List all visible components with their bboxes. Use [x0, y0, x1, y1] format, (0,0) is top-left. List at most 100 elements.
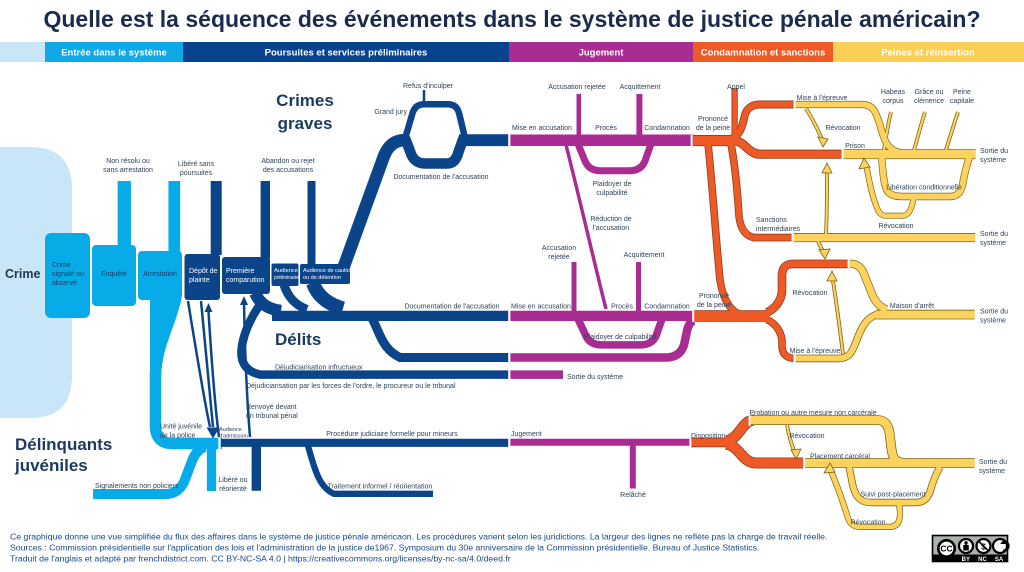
svg-text:Acquittement: Acquittement — [624, 252, 665, 259]
svg-text:corpus: corpus — [882, 98, 904, 105]
svg-text:Audience de caution: Audience de caution — [303, 268, 353, 274]
svg-text:Grand jury: Grand jury — [374, 109, 407, 116]
svg-text:Refus d'inculper: Refus d'inculper — [403, 83, 454, 90]
svg-text:Révocation: Révocation — [850, 520, 885, 527]
svg-text:Non résolu ou: Non résolu ou — [106, 158, 150, 165]
svg-text:système: système — [980, 157, 1006, 164]
svg-text:Probation ou autre mesure non: Probation ou autre mesure non carcérale — [749, 410, 876, 417]
svg-text:Sortie du système: Sortie du système — [567, 374, 623, 381]
svg-text:Prononcé: Prononcé — [699, 293, 729, 300]
svg-text:Sanctions: Sanctions — [756, 217, 787, 224]
svg-text:Grâce ou: Grâce ou — [915, 89, 944, 96]
svg-text:Première: Première — [226, 268, 255, 275]
svg-text:juvéniles: juvéniles — [14, 456, 88, 475]
svg-text:Audience: Audience — [219, 427, 242, 433]
svg-text:Arrestation: Arrestation — [143, 271, 177, 278]
svg-text:culpabilité: culpabilité — [596, 190, 627, 197]
svg-text:SA: SA — [995, 557, 1004, 563]
svg-text:Crime: Crime — [5, 267, 40, 281]
svg-text:Mise à l'épreuve: Mise à l'épreuve — [790, 348, 841, 355]
svg-text:de la police: de la police — [160, 433, 196, 440]
svg-text:Traduit de l'anglais et adapté: Traduit de l'anglais et adapté par frenc… — [10, 554, 511, 564]
svg-text:Révocation: Révocation — [825, 125, 860, 132]
svg-text:comparution: comparution — [226, 277, 265, 284]
svg-text:Jugement: Jugement — [511, 431, 542, 438]
svg-text:poursuites: poursuites — [180, 170, 213, 177]
svg-text:signalé ou: signalé ou — [52, 271, 84, 278]
svg-text:de la peine: de la peine — [697, 302, 731, 309]
svg-text:Sources : Commission président: Sources : Commission présidentielle sur … — [10, 543, 759, 553]
svg-text:un tribunal pénal: un tribunal pénal — [246, 413, 298, 420]
svg-text:Crime: Crime — [52, 262, 71, 269]
svg-text:Procès: Procès — [611, 304, 633, 311]
svg-text:Prononcé: Prononcé — [698, 116, 728, 123]
svg-text:système: système — [979, 468, 1005, 475]
svg-text:système: système — [980, 318, 1006, 325]
svg-text:Signalements non policiers: Signalements non policiers — [95, 483, 179, 490]
svg-text:Acquittement: Acquittement — [620, 84, 661, 91]
svg-text:Révocation: Révocation — [789, 433, 824, 440]
svg-text:Renvoyé devant: Renvoyé devant — [246, 404, 297, 411]
svg-text:Révocation: Révocation — [792, 290, 827, 297]
svg-text:réorienté: réorienté — [219, 486, 247, 493]
svg-text:Quelle est la séquence des évé: Quelle est la séquence des événements da… — [43, 6, 980, 32]
svg-text:Mise à l'épreuve: Mise à l'épreuve — [797, 95, 848, 102]
svg-text:Maison d'arrêt: Maison d'arrêt — [890, 303, 934, 310]
svg-text:de la peine: de la peine — [696, 125, 730, 132]
svg-text:clémence: clémence — [914, 98, 944, 105]
svg-text:d'admission: d'admission — [219, 434, 248, 440]
svg-text:Sortie du: Sortie du — [980, 309, 1008, 316]
svg-text:préliminaire: préliminaire — [274, 275, 299, 281]
svg-text:rejetée: rejetée — [548, 254, 570, 261]
svg-text:graves: graves — [278, 114, 333, 133]
svg-text:Appel: Appel — [727, 84, 745, 91]
svg-text:Abandon ou rejet: Abandon ou rejet — [261, 158, 314, 165]
svg-text:Jugement: Jugement — [579, 48, 625, 59]
svg-text:BY: BY — [962, 557, 970, 563]
svg-text:Accusation: Accusation — [542, 245, 576, 252]
svg-text:plainte: plainte — [189, 277, 210, 284]
svg-text:Libération conditionnelle: Libération conditionnelle — [886, 185, 962, 192]
svg-text:Plaidoyer de culpabilité: Plaidoyer de culpabilité — [584, 334, 656, 341]
svg-text:Condamnation: Condamnation — [644, 125, 690, 132]
svg-text:Placement carcéral: Placement carcéral — [810, 454, 870, 461]
svg-text:Sortie du: Sortie du — [980, 148, 1008, 155]
svg-text:Relâché: Relâché — [620, 492, 646, 499]
svg-text:Entrée dans le système: Entrée dans le système — [61, 48, 167, 59]
svg-text:Condamnation et sanctions: Condamnation et sanctions — [701, 48, 826, 59]
svg-text:des accusations: des accusations — [263, 167, 314, 174]
svg-text:Réduction de: Réduction de — [590, 216, 631, 223]
svg-text:Prison: Prison — [845, 143, 865, 150]
svg-text:Mise en accusation: Mise en accusation — [511, 304, 571, 311]
svg-text:Libéré sans: Libéré sans — [178, 161, 215, 168]
svg-text:Unité juvénile: Unité juvénile — [160, 424, 202, 431]
svg-text:Ce graphique donne une vue sim: Ce graphique donne une vue simplifiée du… — [10, 532, 827, 542]
svg-text:Déjudiciarisation infructueux: Déjudiciarisation infructueux — [275, 365, 363, 372]
svg-text:Déjudiciarisation par les forc: Déjudiciarisation par les forces de l'or… — [246, 383, 456, 390]
svg-text:Délits: Délits — [275, 330, 321, 349]
svg-text:Délinquants: Délinquants — [15, 435, 112, 454]
svg-text:Plaidoyer de: Plaidoyer de — [593, 181, 632, 188]
svg-text:Suivi post-placement: Suivi post-placement — [861, 492, 926, 499]
svg-text:Documentation de l'accusation: Documentation de l'accusation — [404, 304, 499, 311]
svg-text:Habeas: Habeas — [881, 89, 906, 96]
svg-text:l'accusation: l'accusation — [593, 225, 629, 232]
svg-text:CC: CC — [940, 544, 952, 554]
svg-text:système: système — [980, 240, 1006, 247]
svg-text:Révocation: Révocation — [878, 223, 913, 230]
svg-text:Disposition: Disposition — [691, 433, 725, 440]
svg-text:Sortie du: Sortie du — [980, 231, 1008, 238]
svg-text:capitale: capitale — [950, 98, 974, 105]
svg-text:intermédiaires: intermédiaires — [756, 226, 800, 233]
svg-text:ou de détention: ou de détention — [303, 275, 341, 281]
svg-text:Sortie du: Sortie du — [979, 459, 1007, 466]
svg-text:Accusation rejetée: Accusation rejetée — [548, 84, 606, 91]
svg-text:NC: NC — [978, 557, 987, 563]
svg-text:Traitement informel / réorient: Traitement informel / réorientation — [328, 484, 433, 491]
svg-text:sans arrestation: sans arrestation — [103, 167, 153, 174]
svg-text:Audience: Audience — [274, 268, 298, 274]
svg-text:Libéré ou: Libéré ou — [218, 477, 247, 484]
svg-text:Mise en accusation: Mise en accusation — [512, 125, 572, 132]
svg-text:Procès: Procès — [595, 125, 617, 132]
svg-text:Enquête: Enquête — [101, 271, 127, 278]
